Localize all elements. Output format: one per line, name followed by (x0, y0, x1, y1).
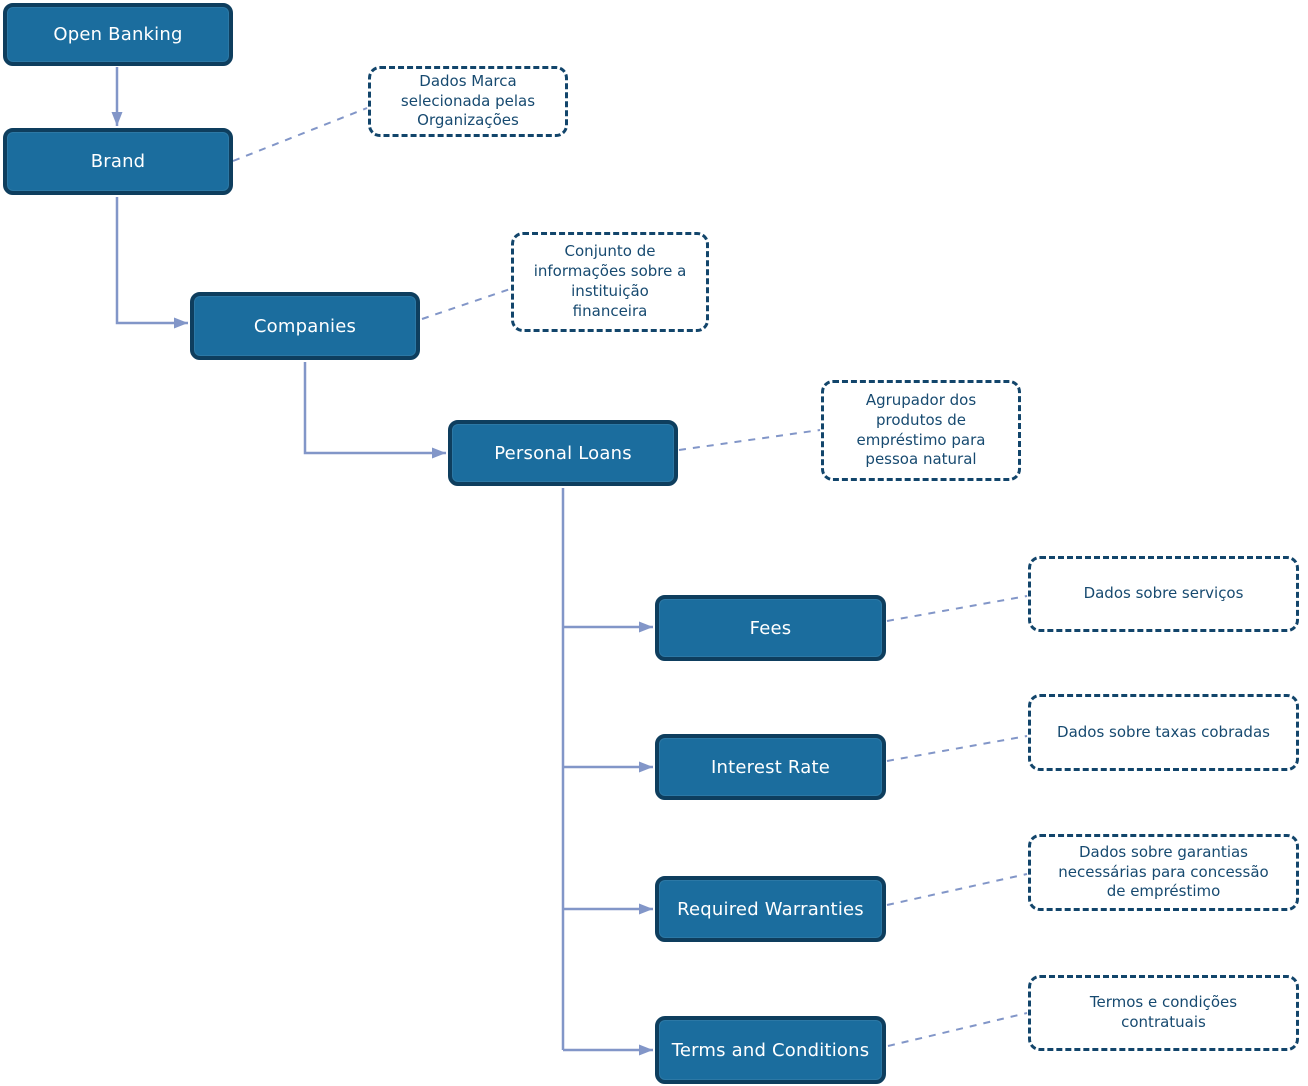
node-interest-rate: Interest Rate (655, 734, 886, 800)
dashed-link-interest-rate-note (886, 735, 1028, 762)
annotation-interest-rate-text: Dados sobre taxas cobradas (1057, 722, 1270, 741)
node-terms-and-conditions: Terms and Conditions (655, 1016, 886, 1084)
node-personal-loans-label: Personal Loans (494, 442, 632, 464)
dashed-link-terms-conditions-note (887, 1012, 1028, 1047)
annotation-required-warranties-text: Dados sobre garantias necessárias para c… (1058, 842, 1269, 901)
node-open-banking: Open Banking (3, 3, 233, 66)
node-required-warranties-label: Required Warranties (677, 898, 864, 920)
node-interest-rate-label: Interest Rate (711, 756, 830, 778)
annotation-personal-loans-text: Agrupador dos produtos de empréstimo par… (856, 390, 986, 469)
dashed-link-required-warranties-note (886, 873, 1028, 906)
annotation-brand: Dados Marca selecionada pelas Organizaçõ… (368, 66, 568, 137)
connector-companies-personalloans (303, 362, 446, 459)
connector-brand-companies (115, 197, 188, 329)
node-companies: Companies (190, 292, 420, 360)
node-fees-label: Fees (749, 617, 792, 639)
node-terms-and-conditions-label: Terms and Conditions (671, 1039, 870, 1061)
annotation-fees-text: Dados sobre serviços (1083, 584, 1244, 603)
annotation-interest-rate: Dados sobre taxas cobradas (1028, 694, 1299, 771)
annotation-terms-and-conditions-text: Termos e condições contratuais (1089, 993, 1238, 1031)
node-personal-loans: Personal Loans (448, 420, 678, 486)
annotation-brand-text: Dados Marca selecionada pelas Organizaçõ… (400, 71, 536, 130)
node-brand-label: Brand (90, 151, 146, 172)
dashed-link-brand-note (232, 107, 368, 162)
node-fees: Fees (655, 595, 886, 661)
annotation-personal-loans: Agrupador dos produtos de empréstimo par… (821, 380, 1021, 481)
dashed-link-companies-note (421, 288, 511, 320)
node-required-warranties: Required Warranties (655, 876, 886, 942)
node-brand: Brand (3, 128, 233, 195)
node-open-banking-label: Open Banking (53, 24, 183, 45)
dashed-link-personalloans-note (678, 429, 821, 451)
annotation-companies-text: Conjunto de informações sobre a institui… (533, 242, 687, 320)
node-companies-label: Companies (253, 315, 357, 337)
annotation-required-warranties: Dados sobre garantias necessárias para c… (1028, 834, 1299, 911)
annotation-companies: Conjunto de informações sobre a institui… (511, 232, 709, 332)
dashed-link-fees-note (886, 595, 1028, 622)
annotation-fees: Dados sobre serviços (1028, 556, 1299, 632)
annotation-terms-and-conditions: Termos e condições contratuais (1028, 975, 1299, 1051)
